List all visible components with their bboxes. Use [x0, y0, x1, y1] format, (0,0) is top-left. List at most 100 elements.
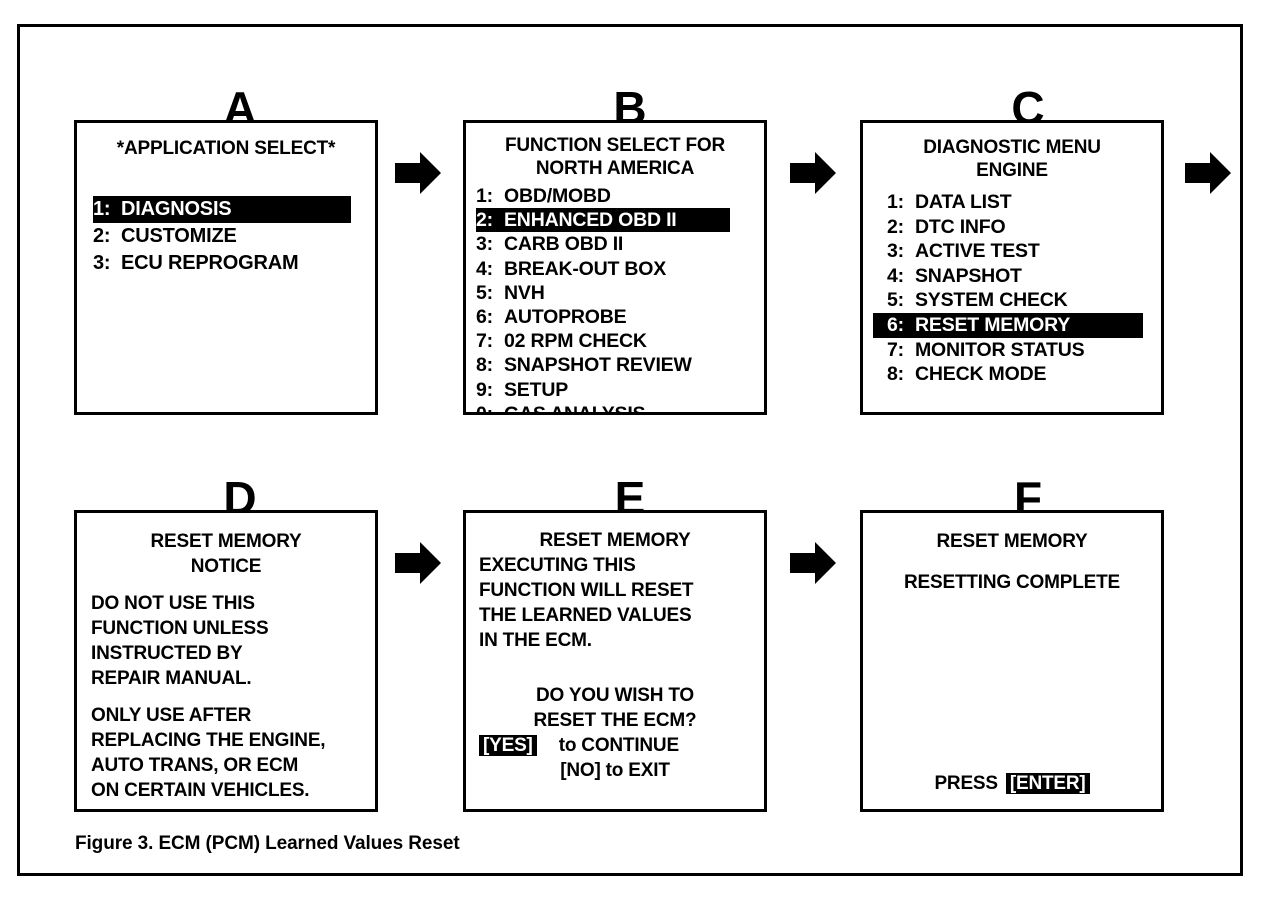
menu-item-monitor-status[interactable]: 7: MONITOR STATUS	[887, 338, 1151, 363]
menu-index: 1:	[93, 198, 111, 220]
menu-item-dtc-info[interactable]: 2: DTC INFO	[887, 215, 1151, 240]
screen-e-message-line: FUNCTION WILL RESET	[479, 580, 694, 601]
screen-panel-d: RESET MEMORY NOTICE DO NOT USE THIS FUNC…	[74, 510, 378, 812]
screen-a-title: *APPLICATION SELECT*	[116, 138, 336, 159]
screen-f-title: RESET MEMORY	[936, 531, 1088, 552]
menu-label: DIAGNOSIS	[121, 198, 232, 220]
menu-index: 1:	[887, 191, 904, 213]
menu-index: 2:	[93, 225, 111, 247]
screen-panel-a: *APPLICATION SELECT* 1: DIAGNOSIS 2: CUS…	[74, 120, 378, 415]
menu-index: 3:	[476, 233, 493, 256]
menu-label: OBD/MOBD	[504, 185, 611, 207]
menu-label: RESET MEMORY	[915, 313, 1071, 336]
menu-item-diagnosis[interactable]: 1: DIAGNOSIS	[93, 196, 351, 223]
menu-item-obd-mobd[interactable]: 1: OBD/MOBD	[476, 184, 754, 208]
menu-index: 1:	[476, 185, 493, 207]
menu-item-break-out-box[interactable]: 4: BREAK-OUT BOX	[476, 257, 754, 281]
press-label: PRESS	[934, 773, 998, 794]
menu-label: BREAK-OUT BOX	[504, 257, 667, 280]
screen-d-notice-line: ON CERTAIN VEHICLES.	[91, 780, 310, 801]
menu-index: 5:	[887, 289, 904, 312]
menu-index: 9:	[476, 378, 493, 401]
menu-index: 3:	[887, 240, 904, 263]
right-arrow-icon	[395, 152, 441, 194]
menu-index: 3:	[93, 252, 111, 274]
menu-index: 7:	[887, 338, 904, 361]
menu-index: 8:	[887, 363, 904, 386]
menu-item-system-check[interactable]: 5: SYSTEM CHECK	[887, 288, 1151, 313]
spacer	[91, 691, 361, 703]
menu-item-active-test[interactable]: 3: ACTIVE TEST	[887, 239, 1151, 264]
screen-d-notice-line: REPLACING THE ENGINE,	[91, 730, 326, 751]
menu-label: GAS ANALYSIS	[504, 402, 646, 415]
enter-button[interactable]: [ENTER]	[1005, 773, 1090, 794]
screen-f-status: RESETTING COMPLETE	[904, 572, 1120, 593]
screen-d-title-line1: RESET MEMORY	[150, 531, 302, 552]
screen-e-message-line: THE LEARNED VALUES	[479, 605, 692, 626]
screen-d-notice-line: FUNCTION UNLESS	[91, 618, 269, 639]
right-arrow-icon	[790, 152, 836, 194]
menu-label: ACTIVE TEST	[915, 240, 1040, 263]
menu-label: CARB OBD II	[504, 233, 624, 256]
spacer	[93, 160, 359, 196]
screen-e-no-row[interactable]: [NO] to EXIT	[560, 760, 670, 781]
menu-index: 6:	[887, 313, 904, 336]
figure-caption: Figure 3. ECM (PCM) Learned Values Reset	[75, 833, 460, 854]
screen-e-prompt-line1: DO YOU WISH TO	[535, 685, 694, 706]
menu-index: 2:	[476, 209, 493, 232]
screen-d-notice-line: DO NOT USE THIS	[91, 593, 255, 614]
screen-b-title-line1: FUNCTION SELECT FOR	[505, 135, 725, 156]
spacer	[877, 554, 1147, 570]
menu-index: 2:	[887, 215, 904, 238]
yes-action-label: to CONTINUE	[558, 735, 679, 756]
menu-item-check-mode[interactable]: 8: CHECK MODE	[887, 362, 1151, 387]
menu-label: CHECK MODE	[915, 363, 1047, 386]
menu-item-setup[interactable]: 9: SETUP	[476, 378, 754, 402]
screen-c-title-line2: ENGINE	[976, 160, 1048, 181]
menu-label: MONITOR STATUS	[915, 338, 1085, 361]
menu-item-enhanced-obd-ii[interactable]: 2: ENHANCED OBD II	[476, 208, 730, 233]
menu-label: SNAPSHOT	[915, 264, 1022, 287]
screen-f-press-row: PRESS [ENTER]	[863, 773, 1161, 795]
screen-panel-f: RESET MEMORY RESETTING COMPLETE PRESS [EN…	[860, 510, 1164, 812]
screen-panel-e: RESET MEMORY EXECUTING THIS FUNCTION WIL…	[463, 510, 767, 812]
spacer	[479, 653, 751, 683]
menu-index: 5:	[476, 281, 493, 304]
menu-item-autoprobe[interactable]: 6: AUTOPROBE	[476, 305, 754, 329]
menu-index: 4:	[887, 264, 904, 287]
menu-item-reset-memory[interactable]: 6: RESET MEMORY	[873, 312, 1143, 338]
menu-label: ECU REPROGRAM	[121, 252, 299, 274]
menu-label: AUTOPROBE	[504, 306, 627, 329]
menu-item-ecu-reprogram[interactable]: 3: ECU REPROGRAM	[93, 250, 359, 277]
menu-label: SYSTEM CHECK	[915, 289, 1068, 312]
menu-label: SNAPSHOT REVIEW	[504, 354, 692, 377]
yes-button[interactable]: [YES]	[479, 735, 537, 756]
menu-item-carb-obd-ii[interactable]: 3: CARB OBD II	[476, 232, 754, 256]
screen-d-notice-line: ONLY USE AFTER	[91, 705, 252, 726]
right-arrow-icon	[1185, 152, 1231, 194]
menu-item-nvh[interactable]: 5: NVH	[476, 281, 754, 305]
menu-label: NVH	[504, 281, 545, 304]
menu-label: SETUP	[504, 378, 569, 401]
menu-label: ENHANCED OBD II	[504, 209, 677, 232]
screen-e-message-line: EXECUTING THIS	[479, 555, 636, 576]
screen-e-prompt-line2: RESET THE ECM?	[533, 710, 697, 731]
menu-item-gas-analysis[interactable]: 0: GAS ANALYSIS	[476, 402, 754, 415]
menu-list-a: 1: DIAGNOSIS 2: CUSTOMIZE 3: ECU REPROGR…	[93, 196, 359, 277]
spacer	[91, 579, 361, 591]
screen-d-notice-line: AUTO TRANS, OR ECM	[91, 755, 299, 776]
menu-list-c: 1: DATA LIST 2: DTC INFO 3: ACTIVE TEST …	[873, 190, 1151, 387]
right-arrow-icon	[790, 542, 836, 584]
screen-c-title-line1: DIAGNOSTIC MENU	[923, 137, 1101, 158]
menu-label: DTC INFO	[915, 215, 1006, 238]
screen-panel-b: FUNCTION SELECT FOR NORTH AMERICA 1: OBD…	[463, 120, 767, 415]
menu-item-snapshot-review[interactable]: 8: SNAPSHOT REVIEW	[476, 353, 754, 377]
right-arrow-icon	[395, 542, 441, 584]
menu-item-data-list[interactable]: 1: DATA LIST	[887, 190, 1151, 215]
menu-label: 02 RPM CHECK	[504, 330, 647, 353]
menu-item-customize[interactable]: 2: CUSTOMIZE	[93, 223, 359, 250]
menu-index: 0:	[476, 402, 493, 415]
menu-item-o2-rpm-check[interactable]: 7: 02 RPM CHECK	[476, 329, 754, 353]
screen-d-notice-line: REPAIR MANUAL.	[91, 668, 252, 689]
menu-item-snapshot[interactable]: 4: SNAPSHOT	[887, 264, 1151, 289]
